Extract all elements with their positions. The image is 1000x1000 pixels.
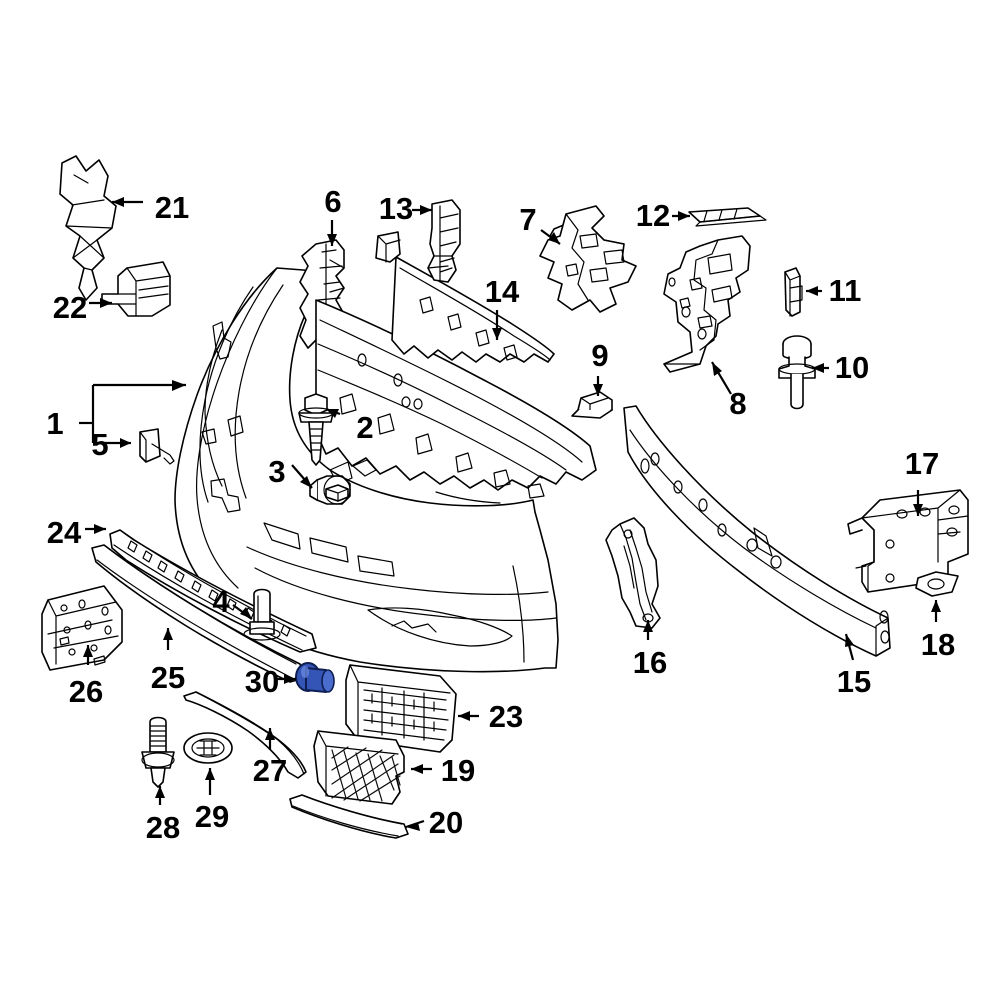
callout-3-leader	[291, 464, 313, 489]
callout-label-17: 17	[905, 446, 939, 481]
callout-6-leader	[327, 220, 337, 246]
part-9-small-spacer-block	[571, 391, 613, 419]
callout-label-4: 4	[212, 584, 230, 619]
part-8-side-mount-bracket	[663, 235, 751, 373]
part-21-wheel-arch-liner	[59, 155, 117, 301]
part-23-center-lower-grille	[345, 664, 457, 753]
part-11-small-bracket-clip	[784, 267, 803, 317]
callout-label-1: 1	[46, 406, 63, 441]
callout-27-leader	[265, 728, 275, 750]
part-7-headlight-bracket-nut	[539, 205, 637, 313]
part-29-grommet-washer	[183, 732, 233, 764]
callout-10-leader	[812, 363, 829, 373]
callout-9-leader	[593, 376, 603, 396]
callout-label-2: 2	[356, 410, 373, 445]
part-13-vertical-stay-bracket	[427, 199, 461, 283]
callout-29-leader	[205, 768, 215, 795]
callout-30-leader	[275, 674, 296, 684]
callout-label-24: 24	[47, 515, 82, 550]
callout-20-leader	[405, 819, 425, 831]
callout-5-leader	[120, 438, 131, 448]
callout-label-30: 30	[245, 664, 279, 699]
callout-28-leader	[155, 786, 165, 805]
part-28-threaded-stud-bolt	[141, 716, 175, 788]
callout-19-leader	[411, 764, 432, 774]
part-5-bumper-cover-guide	[139, 428, 175, 465]
callout-label-11: 11	[829, 273, 862, 308]
callout-label-3: 3	[268, 454, 285, 489]
part-19-lower-mesh-grille	[313, 730, 405, 805]
callout-label-28: 28	[146, 810, 180, 845]
part-12-upper-trim-strip	[688, 207, 767, 227]
callout-label-29: 29	[195, 799, 229, 834]
callout-label-7: 7	[519, 202, 536, 237]
callout-label-6: 6	[324, 184, 341, 219]
callout-15-leader	[844, 633, 855, 661]
callout-label-21: 21	[155, 190, 189, 225]
callout-label-27: 27	[253, 753, 287, 788]
callout-11-leader	[806, 286, 822, 296]
callout-22-leader	[89, 298, 112, 308]
callout-label-5: 5	[91, 427, 108, 462]
part-16-center-support-bracket	[605, 517, 661, 629]
callout-8-leader	[711, 361, 732, 395]
part-18-mounting-plate-nut	[915, 571, 959, 597]
callout-label-19: 19	[441, 753, 475, 788]
callout-label-20: 20	[429, 805, 463, 840]
callout-25-leader	[163, 628, 173, 650]
callout-label-26: 26	[69, 674, 103, 709]
callout-14-leader	[492, 310, 502, 340]
part-26-license-plate-bracket	[41, 585, 123, 671]
part-10-expansion-rivet	[778, 335, 816, 410]
callout-7-leader	[540, 229, 561, 245]
callout-label-15: 15	[837, 664, 871, 699]
callout-12-leader	[672, 211, 690, 221]
callout-label-16: 16	[633, 645, 667, 680]
part-14-upper-crossmember-rail	[315, 231, 597, 499]
part-3-washer-bolt	[309, 475, 351, 505]
callout-23-leader	[458, 711, 479, 721]
part-27-side-trim-molding	[183, 691, 307, 779]
callout-label-13: 13	[379, 191, 413, 226]
callout-17-leader	[913, 490, 923, 516]
callout-label-22: 22	[53, 290, 87, 325]
callout-13-leader	[412, 205, 432, 215]
callout-label-8: 8	[729, 386, 746, 421]
callout-1-leader	[79, 380, 186, 445]
callout-label-10: 10	[835, 350, 869, 385]
part-30-highlighted-clip-rivet[interactable]	[295, 662, 335, 693]
part-4-push-pin-retainer	[243, 588, 281, 641]
callout-26-leader	[83, 645, 93, 665]
callout-24-leader	[85, 524, 106, 534]
callout-label-14: 14	[485, 274, 520, 309]
callout-label-25: 25	[151, 660, 185, 695]
part-20-lower-trim-molding	[289, 794, 409, 839]
part-1-front-bumper-cover	[174, 267, 559, 673]
callout-4-leader	[232, 604, 253, 620]
callout-16-leader	[643, 620, 653, 640]
callout-label-9: 9	[591, 338, 608, 373]
callout-label-12: 12	[636, 198, 670, 233]
callout-number-labels: 1 2 3 4 5 6 7 8 9 10 11 12 13 14 15 16 1…	[46, 184, 955, 845]
callout-2-leader	[325, 407, 341, 418]
callout-21-leader	[112, 197, 143, 207]
part-17-crash-box-absorber	[847, 489, 969, 593]
part-22-corner-support-bracket	[101, 261, 171, 317]
part-15-bumper-impact-bar	[623, 405, 891, 657]
callout-label-18: 18	[921, 627, 955, 662]
callout-label-23: 23	[489, 699, 523, 734]
callout-18-leader	[931, 600, 941, 622]
